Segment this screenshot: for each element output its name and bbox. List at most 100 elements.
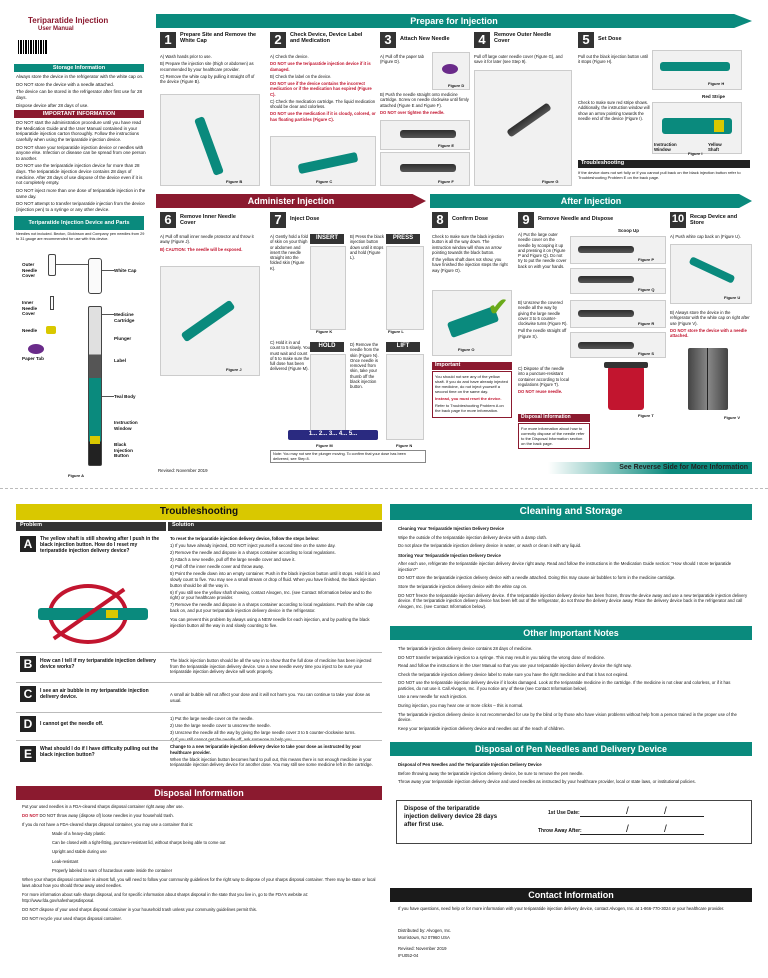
step-4-title: Remove Outer Needle Cover	[494, 32, 552, 45]
solution-col-header: Solution	[168, 522, 382, 531]
figure-n-label: Figure N	[396, 443, 413, 448]
row-e-solution: Change to a new teriparatide injection d…	[170, 744, 373, 768]
label-teal-body: Teal Body	[114, 394, 136, 399]
throw-away-slash-2: /	[664, 824, 667, 835]
bottom-sheet: Troubleshooting Problem Solution A The y…	[8, 496, 760, 974]
step-3-number: 3	[380, 32, 396, 48]
figure-d-needle	[442, 64, 458, 74]
figure-f-pen	[400, 164, 456, 172]
step-7-number: 7	[270, 212, 286, 228]
row-a-letter: A	[20, 536, 36, 552]
figure-s-pen	[578, 342, 634, 349]
cleaning-heading: Cleaning and Storage	[390, 504, 752, 520]
step-6-text: A) Pull off small inner needle protector…	[160, 234, 254, 252]
figure-r-label: Figure R	[638, 321, 655, 326]
step-1-number: 1	[160, 32, 176, 48]
cleaning-text: Cleaning Your Teriparatide Injection Del…	[398, 526, 748, 609]
important-box-text: You should not see any of the yellow sha…	[432, 371, 512, 418]
first-use-slash-2: /	[664, 806, 667, 817]
figure-a-label: Figure A	[68, 473, 85, 478]
throw-away-slash-1: /	[626, 824, 629, 835]
step-9-number: 9	[518, 212, 534, 228]
figure-s-label: Figure S	[638, 351, 655, 356]
label-plunger: Plunger	[114, 336, 132, 341]
after-heading: After Injection	[430, 194, 752, 208]
row-a-solution: To reset the teriparatide injection deli…	[170, 536, 380, 629]
figure-l-label: Figure L	[388, 329, 404, 334]
step-4-text: Pull off large outer needle cover (Figur…	[474, 54, 563, 65]
important-heading: IMPORTANT INFORMATION	[14, 110, 144, 118]
step-1-text: A) Wash hands prior to use. B) Prepare t…	[160, 54, 255, 84]
dispose-date-box-text: Dispose of the teriparatide injection de…	[404, 806, 498, 828]
step-8-number: 8	[432, 212, 448, 228]
figure-l	[386, 246, 424, 330]
figure-h-label: Figure H	[708, 81, 725, 86]
row-b-solution: The black injection button should be all…	[170, 658, 372, 675]
figure-j-label: Figure J	[226, 367, 242, 372]
label-outer-needle-cover: Outer Needle Cover	[22, 262, 38, 278]
label-inner-needle-cover: Inner Needle Cover	[22, 300, 38, 316]
step-3-text-a: A) Pull off the paper tab (Figure D).	[380, 54, 424, 65]
label-black-injection-button: Black Injection Button	[114, 442, 133, 458]
first-use-slash-1: /	[626, 806, 629, 817]
pen-body-shape	[88, 306, 102, 466]
instruction-window-shape	[90, 436, 100, 444]
figure-i-label: Figure I	[688, 151, 703, 156]
step-7-text-d: D) Remove the needle from the skin (Figu…	[350, 342, 380, 389]
sharps-container-lid	[604, 362, 648, 368]
figure-b-label: Figure B	[226, 179, 243, 184]
refrigerator-door-line	[707, 348, 708, 410]
step-5-text-a: Pull out the black injection button unti…	[578, 54, 649, 65]
barcode-icon	[18, 40, 48, 54]
step-9-text-c: C) Dispose of the needle into a puncture…	[518, 366, 569, 394]
notes-heading: Other Important Notes	[390, 626, 752, 640]
step-3-title: Attach New Needle	[400, 36, 450, 42]
label-label: Label	[114, 358, 126, 363]
parts-note: Needles not included. Becton, Dickinson …	[16, 232, 145, 241]
figure-d-label: Figure D	[448, 83, 465, 88]
figure-p-label: Figure P	[638, 257, 655, 262]
instruction-window-label: Instruction Window	[654, 142, 677, 153]
yellow-shaft-shape	[714, 120, 724, 132]
storage-text: Always store the device in the refrigera…	[16, 74, 144, 108]
row-c-letter: C	[20, 686, 36, 702]
needle-shape	[46, 326, 56, 334]
throw-away-line[interactable]	[580, 834, 704, 835]
pendisposal-text: Disposal of Pen Needles and the Teripara…	[398, 762, 696, 785]
step-5-text-b: Check to make sure red stripe shows. Add…	[578, 100, 650, 121]
problem-col-header: Problem	[16, 522, 166, 531]
sharps-container-shape	[608, 366, 644, 410]
disposal-box-text: For more information about how to correc…	[518, 423, 590, 449]
figure-n	[386, 354, 424, 440]
paper-tab-shape	[28, 344, 44, 354]
first-use-line[interactable]	[580, 816, 704, 817]
important-text: DO NOT start the administration procedur…	[16, 120, 146, 212]
disposal-text: Put your used needles in a FDA-cleared s…	[22, 804, 376, 922]
top-sheet: Teriparatide Injection User Manual Stora…	[8, 6, 760, 484]
step-5-title: Set Dose	[598, 36, 622, 42]
first-use-label: 1st Use Date:	[548, 810, 580, 816]
storage-heading: Storage Information	[14, 64, 144, 72]
see-reverse-banner: See Reverse Side for More Information	[548, 462, 752, 474]
step-7-text-b: B) Press the black injection button down…	[350, 234, 384, 260]
row-d-letter: D	[20, 716, 36, 732]
step-5-number: 5	[578, 32, 594, 48]
step-9-title: Remove Needle and Dispose	[538, 216, 614, 222]
product-title: Teriparatide Injection	[28, 16, 109, 25]
figure-k	[310, 246, 346, 330]
step-2-number: 2	[270, 32, 286, 48]
step-1-title: Prepare Site and Remove the White Cap	[180, 32, 257, 45]
figure-u-label: Figure U	[724, 295, 741, 300]
inner-needle-cover-shape	[50, 296, 54, 310]
row-d-problem: I cannot get the needle off.	[40, 721, 104, 727]
label-white-cap: White Cap	[114, 268, 137, 273]
step-7-note: Note: You may not see the plunger moving…	[270, 450, 426, 464]
label-medicine-cartridge: Medicine Cartridge	[114, 312, 135, 323]
outer-needle-cover-shape	[48, 254, 56, 276]
label-paper-tab: Paper Tab	[22, 356, 44, 361]
yellow-shaft-label: Yellow Shaft	[708, 142, 722, 153]
refrigerator-shape	[688, 348, 728, 410]
prepare-troubleshooting-text: If the device does not set fully or if y…	[578, 170, 741, 180]
tag-insert: INSERT	[310, 234, 344, 244]
parts-heading: Teriparatide Injection Device and Parts	[14, 216, 144, 230]
